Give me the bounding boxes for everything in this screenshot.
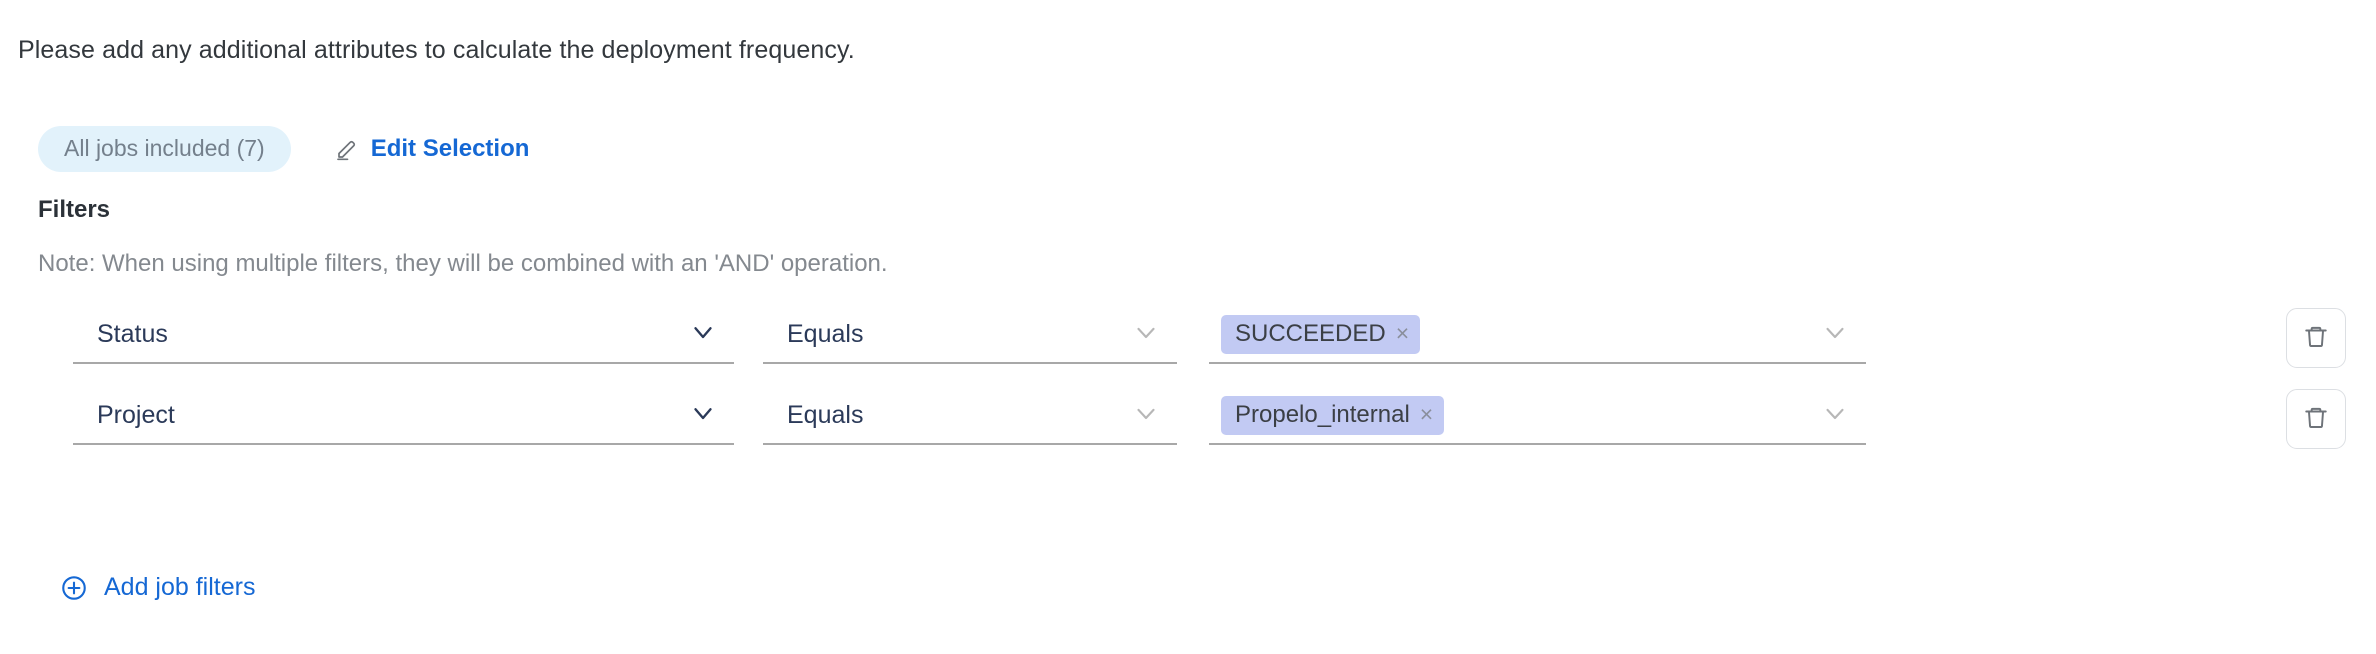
filter-value-select[interactable]: Propelo_internal ×	[1209, 387, 1866, 445]
filter-row: Project Equals Propelo_internal ×	[0, 387, 2376, 467]
filter-value-chip-label: SUCCEEDED	[1235, 319, 1386, 347]
edit-selection-label: Edit Selection	[370, 135, 530, 162]
filter-attribute-select[interactable]: Status	[73, 306, 734, 364]
filter-value-chip[interactable]: SUCCEEDED ×	[1221, 314, 1421, 354]
filter-attribute-value: Project	[97, 400, 175, 429]
filter-operator-select[interactable]: Equals	[763, 306, 1177, 364]
chevron-down-icon	[688, 398, 734, 433]
filter-attribute-select[interactable]: Project	[73, 387, 734, 445]
add-job-filters-label: Add job filters	[104, 573, 256, 601]
filter-value-chip-label: Propelo_internal	[1235, 400, 1410, 428]
trash-icon	[2303, 405, 2329, 434]
delete-filter-button[interactable]	[2286, 308, 2346, 368]
filter-operator-select[interactable]: Equals	[763, 387, 1177, 445]
page-instruction: Please add any additional attributes to …	[18, 36, 855, 64]
filter-value-chip-list: SUCCEEDED ×	[1209, 314, 1820, 354]
filters-heading: Filters	[38, 196, 111, 223]
trash-icon	[2303, 324, 2329, 353]
chevron-down-icon	[1131, 317, 1177, 352]
plus-circle-icon	[60, 574, 88, 602]
filter-row: Status Equals SUCCEEDED ×	[0, 306, 2376, 386]
pencil-icon	[335, 137, 359, 161]
chevron-down-icon	[1820, 398, 1866, 433]
chevron-down-icon	[1131, 398, 1177, 433]
filter-operator-value: Equals	[787, 400, 864, 429]
filter-value-select[interactable]: SUCCEEDED ×	[1209, 306, 1866, 364]
chevron-down-icon	[688, 317, 734, 352]
filter-value-chip[interactable]: Propelo_internal ×	[1221, 395, 1445, 435]
delete-filter-button[interactable]	[2286, 389, 2346, 449]
filter-attribute-value: Status	[97, 319, 168, 348]
chip-remove-icon[interactable]: ×	[1419, 401, 1434, 427]
filter-operator-value: Equals	[787, 319, 864, 348]
chevron-down-icon	[1820, 317, 1866, 352]
chip-remove-icon[interactable]: ×	[1395, 320, 1410, 346]
filter-value-chip-list: Propelo_internal ×	[1209, 395, 1820, 435]
jobs-included-badge: All jobs included (7)	[38, 126, 291, 172]
add-job-filters-button[interactable]: Add job filters	[60, 573, 255, 602]
edit-selection-button[interactable]: Edit Selection	[335, 135, 530, 163]
filters-note: Note: When using multiple filters, they …	[38, 250, 888, 277]
selection-summary: All jobs included (7) Edit Selection	[38, 126, 529, 172]
